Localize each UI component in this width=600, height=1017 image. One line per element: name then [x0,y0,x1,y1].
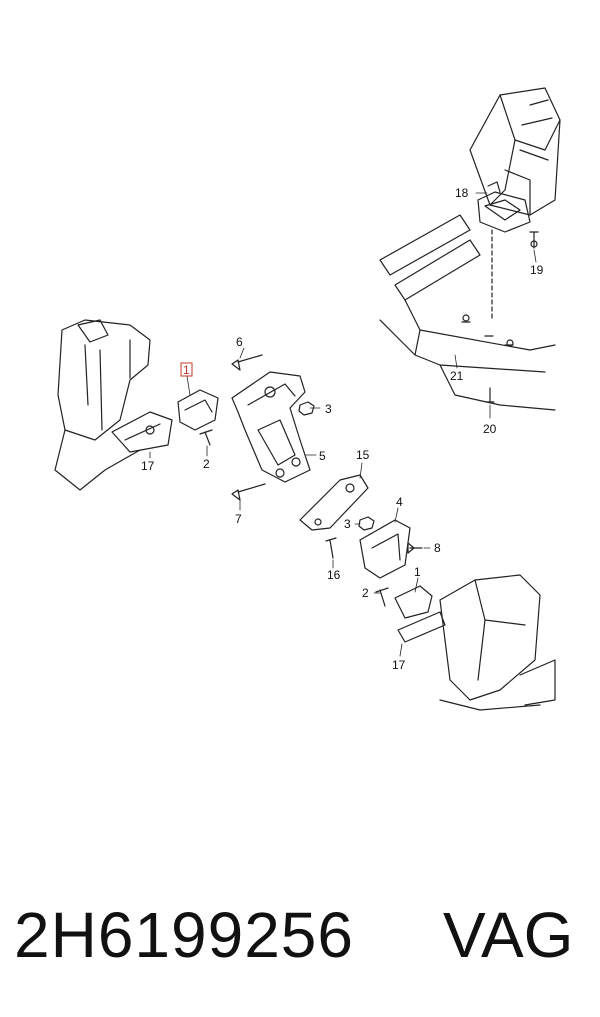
callout-21: 21 [450,369,464,383]
leader-lines [149,192,537,657]
callout-6: 6 [236,335,243,349]
bolt-16 [325,537,337,559]
gearbox-housing [469,87,561,216]
callout-16: 16 [327,568,341,582]
callout-15: 15 [356,448,370,462]
callout-18: 18 [455,186,469,200]
bracket-17-lower [397,611,446,643]
transmission-mount-18 [477,181,531,233]
callout-3-mid: 3 [344,517,351,531]
bolt-7 [231,483,266,501]
support-arm-15 [299,474,369,531]
bolt-2-lower [375,587,389,607]
callout-17-lower: 17 [392,658,406,672]
bolt-2-left [199,429,213,446]
callout-1-lower: 1 [414,565,421,579]
engine-mount-1 [177,389,219,431]
callout-7: 7 [235,512,242,526]
mount-bracket-4 [359,519,411,579]
brand-name: VAG [443,899,574,971]
part-number: 2H6199256 [14,899,354,971]
callout-2-left: 2 [203,457,210,471]
nut-3-mid [358,516,375,531]
bolt-19 [529,231,539,249]
callout-19: 19 [530,263,544,277]
callout-20: 20 [483,422,497,436]
footer: 2H6199256 VAG [0,880,600,990]
callout-8: 8 [434,541,441,555]
bolt-20 [485,387,495,403]
callout-3-top: 3 [325,402,332,416]
engine-bracket-5 [231,371,311,483]
nut-3-top [298,401,315,416]
callout-1-highlighted: 1 [183,363,190,377]
bolt-8 [407,542,423,554]
bolt-6 [231,354,263,371]
callout-4: 4 [396,495,403,509]
callout-17-left: 17 [141,459,155,473]
exploded-parts-diagram: 1 2 3 5 6 7 17 18 19 20 21 15 4 3 8 16 1… [54,87,561,711]
subframe-crossmember [379,214,556,411]
engine-mount-1-lower [394,585,433,619]
highlight-box-callout-1 [180,362,193,377]
callout-5: 5 [319,449,326,463]
bracket-17-left [111,411,173,453]
callout-2-lower: 2 [362,586,369,600]
engine-block [54,319,151,491]
engine-section-lower [439,574,556,711]
